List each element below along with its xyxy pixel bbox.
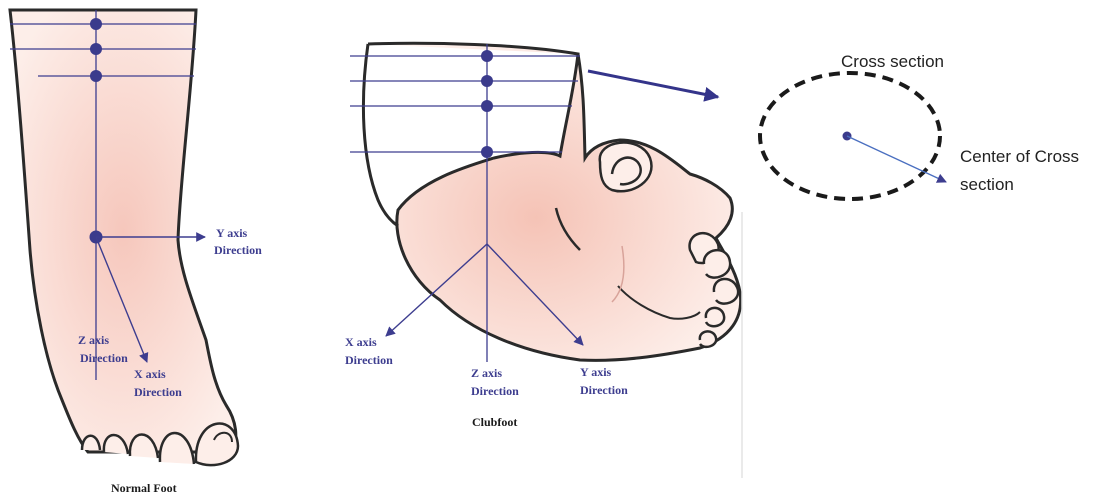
normal-foot-title: Normal Foot [111, 481, 177, 495]
clubfoot-y-label-1: Y axis [580, 365, 612, 379]
normal-foot-x-label-2: Direction [134, 385, 182, 399]
cross-section-center-label-1: Center of Cross [960, 147, 1079, 166]
clubfoot-y-label-2: Direction [580, 383, 628, 397]
normal-foot-z-label-2: Direction [80, 351, 128, 365]
clubfoot-section-lines [350, 56, 580, 152]
clubfoot-figure: X axis Direction Z axis Direction Y axis… [345, 43, 741, 429]
normal-foot-y-label-2: Direction [214, 243, 262, 257]
clubfoot-z-label-2: Direction [471, 384, 519, 398]
clubfoot-x-label-2: Direction [345, 353, 393, 367]
clubfoot-z-label-1: Z axis [471, 366, 502, 380]
normal-foot-z-label-1: Z axis [78, 333, 109, 347]
cross-section-pointer-arrow [588, 71, 718, 97]
normal-foot-figure: Y axis Direction Z axis Direction X axis… [10, 10, 262, 495]
cross-section-center-arrow [847, 136, 946, 182]
clubfoot-title: Clubfoot [472, 415, 517, 429]
normal-foot-x-label-1: X axis [134, 367, 166, 381]
cross-section-center-label-2: section [960, 175, 1014, 194]
cross-section-title: Cross section [841, 52, 944, 71]
normal-foot-y-label-1: Y axis [216, 226, 248, 240]
clubfoot-x-label-1: X axis [345, 335, 377, 349]
